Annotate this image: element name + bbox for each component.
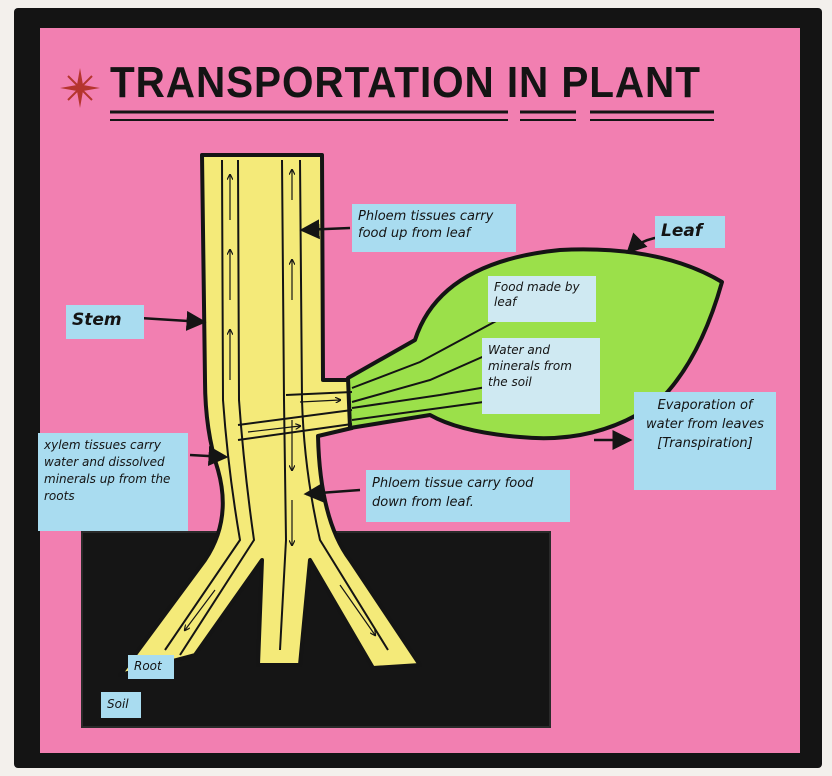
title-underlines bbox=[110, 110, 714, 121]
label-xylem: xylem tissues carry water and dissolved … bbox=[38, 433, 188, 531]
label-food-made: Food made by leaf bbox=[488, 276, 596, 322]
stem bbox=[118, 153, 422, 677]
label-soil: Soil bbox=[101, 692, 141, 718]
label-evaporation: Evaporation of water from leaves [Transp… bbox=[634, 392, 776, 490]
star-icon bbox=[60, 68, 100, 108]
title-area: TRANSPORTATION IN PLANT bbox=[58, 50, 758, 140]
label-phloem-up: Phloem tissues carry food up from leaf bbox=[352, 204, 516, 252]
label-stem: Stem bbox=[66, 305, 144, 339]
page-title: TRANSPORTATION IN PLANT bbox=[110, 58, 701, 107]
label-root: Root bbox=[128, 655, 174, 679]
label-leaf: Leaf bbox=[655, 216, 725, 248]
label-phloem-down: Phloem tissue carry food down from leaf. bbox=[366, 470, 570, 522]
label-water-minerals: Water and minerals from the soil bbox=[482, 338, 600, 414]
